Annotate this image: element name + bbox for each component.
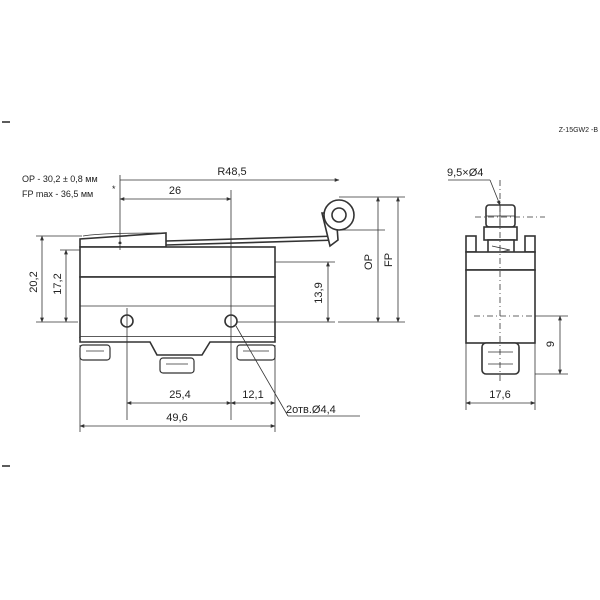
- lever-arm-lower: [165, 239, 339, 246]
- dim-17-2: 17,2: [52, 273, 64, 294]
- dim-roller: 9,5×Ø4: [447, 167, 483, 179]
- dim-9: 9: [545, 341, 557, 347]
- side-ear-left: [465, 235, 477, 253]
- dim-op: OP: [363, 254, 375, 270]
- dim-holes: 2отв.Ø4,4: [286, 404, 336, 416]
- fp-note: FP max - 36,5 мм: [22, 189, 93, 199]
- holes-leader: [235, 325, 289, 417]
- dim-r48-5: R48,5: [217, 166, 246, 178]
- dim-26: 26: [169, 185, 181, 197]
- side-body-top: [465, 251, 536, 271]
- side-dimensions: 9,5×Ø4 9 17,6: [447, 167, 568, 410]
- lever-top-edge: [82, 232, 161, 237]
- dim-13-9: 13,9: [313, 282, 325, 303]
- dim-17-6: 17,6: [489, 389, 510, 401]
- side-bracket: [483, 226, 518, 241]
- drawing-code: Z-15GW2 -B: [559, 127, 599, 134]
- side-view: [465, 180, 545, 382]
- roller-leader: [489, 179, 501, 206]
- terminal-center: [159, 357, 195, 374]
- op-note: OP - 30,2 ± 0,8 мм: [22, 174, 98, 184]
- dim-fp: FP: [383, 253, 395, 267]
- lever-arm: [165, 235, 339, 242]
- body-main: [79, 276, 276, 338]
- fp-note-asterisk: *: [112, 184, 116, 194]
- terminal-left: [79, 344, 111, 361]
- side-terminal: [481, 342, 520, 375]
- front-dimensions: R48,5 26 20,2 17,2 13,9 OP FP 25,4 12,1: [28, 166, 405, 432]
- op-fp-notes: OP - 30,2 ± 0,8 мм FP max - 36,5 мм *: [22, 174, 116, 199]
- body-base: [79, 337, 276, 356]
- dim-49-6: 49,6: [166, 412, 187, 424]
- side-ear-right: [524, 235, 536, 253]
- dim-25-4: 25,4: [169, 389, 190, 401]
- dim-20-2: 20,2: [28, 271, 40, 292]
- dim-12-1: 12,1: [242, 389, 263, 401]
- body-top: [79, 246, 276, 278]
- front-view: [79, 190, 355, 420]
- terminal-right: [236, 344, 276, 361]
- side-body: [465, 269, 536, 344]
- roller-inner: [331, 207, 347, 223]
